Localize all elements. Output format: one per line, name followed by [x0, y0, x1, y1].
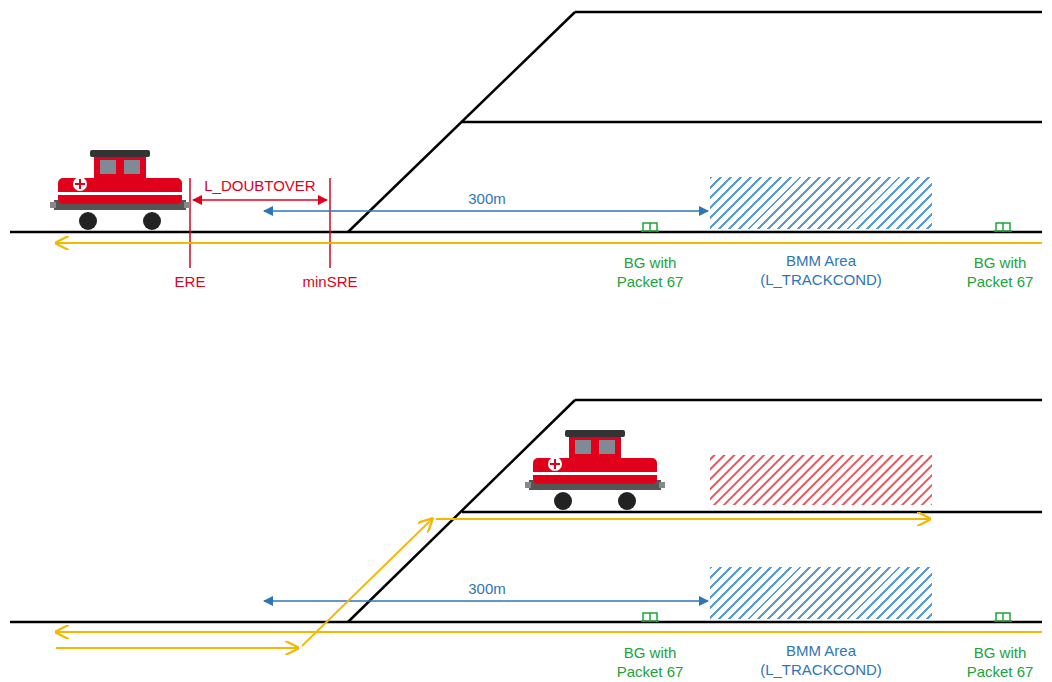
balise-symbols: [641, 223, 1012, 622]
route-arrows: [56, 243, 1042, 648]
hatched-area: [710, 177, 932, 229]
dimension-label: 300m: [468, 579, 506, 598]
hatched-area: [710, 567, 932, 619]
dimension-label: L_DOUBTOVER: [204, 176, 315, 195]
locomotive: [50, 150, 190, 230]
balise: [994, 613, 1012, 622]
bmm-area: BMM Area (L_TRACKCOND): [710, 567, 932, 679]
distance-markers: [190, 178, 708, 601]
balise: [641, 613, 659, 622]
locomotive: [525, 430, 665, 510]
locomotives: [50, 150, 665, 510]
area-label: BMM Area (L_TRACKCOND): [756, 641, 886, 679]
balise-label: BG with Packet 67: [608, 253, 692, 291]
balise-label: BG with Packet 67: [608, 643, 692, 681]
marker-label: ERE: [175, 272, 206, 291]
balise: [994, 223, 1012, 232]
balise-label: BG with Packet 67: [958, 253, 1042, 291]
track-lines: [10, 12, 1042, 622]
marker-label: minSRE: [302, 272, 357, 291]
dimension-label: 300m: [468, 189, 506, 208]
area-label: BMM Area (L_TRACKCOND): [756, 251, 886, 289]
bmm-area: BMM Area (L_TRACKCOND): [710, 177, 932, 289]
occupied-area: [710, 455, 932, 505]
balise: [641, 223, 659, 232]
balise-label: BG with Packet 67: [958, 643, 1042, 681]
